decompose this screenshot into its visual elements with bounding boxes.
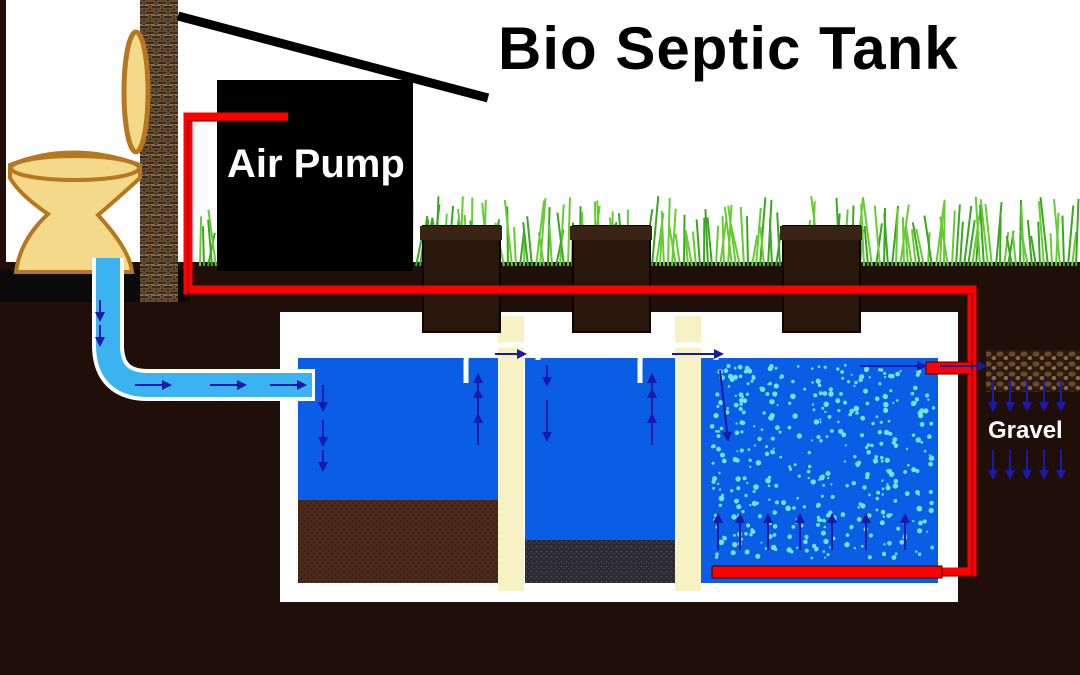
manhole-1-cap [420,226,502,240]
air-bubbles [709,363,936,560]
page-title: Bio Septic Tank [498,15,959,82]
elbow-pipe-2 [637,342,719,383]
chamber-1-sludge [298,500,498,583]
gravel-label: Gravel [988,417,1063,444]
air-pump-icon [217,80,413,271]
house-wall-left [0,0,6,275]
gravel-icon [986,350,1080,392]
flow-arrows [95,300,1066,550]
air-pipe [183,112,977,579]
manhole-2-cap [570,226,652,240]
chamber-3-water [700,358,938,583]
manhole-2 [572,225,651,333]
roof-line [176,11,490,103]
partition-2 [675,316,701,591]
manholes [420,225,862,333]
chamber-2-media [525,540,675,583]
elbow-pipe-1 [463,342,541,383]
manhole-1 [422,225,501,333]
partition-1 [498,316,524,591]
manhole-3-cap [780,226,862,240]
manhole-3 [782,225,861,333]
air-pump-label: Air Pump [227,142,405,186]
toilet-icon [8,29,151,274]
